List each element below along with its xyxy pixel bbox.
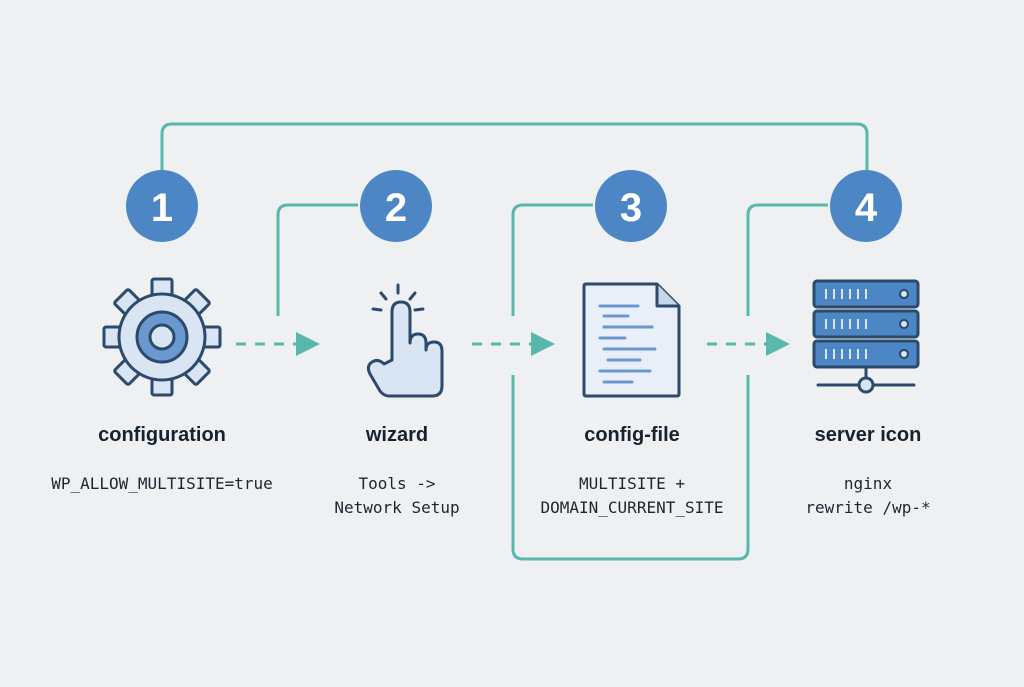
- lead-in-connector-2: [276, 203, 358, 316]
- step-badge-1: 1: [126, 170, 198, 242]
- loop-connector-1-4: [160, 122, 869, 172]
- dashed-arrow-3-4: [707, 332, 790, 356]
- step-description: nginx rewrite /wp-*: [805, 474, 931, 517]
- step-description: MULTISITE + DOMAIN_CURRENT_SITE: [540, 474, 724, 517]
- step-badge-3: 3: [595, 170, 667, 242]
- pointer-hand-icon: [366, 283, 444, 398]
- step-number-3: 3: [620, 186, 642, 230]
- step-number-1: 1: [151, 186, 173, 230]
- step-description: WP_ALLOW_MULTISITE=true: [51, 474, 273, 493]
- loop-connector-3-bottom: [511, 375, 750, 561]
- step-badge-4: 4: [830, 170, 902, 242]
- step-title: server icon: [814, 424, 922, 446]
- document-icon: [582, 282, 681, 398]
- server-icon: [812, 279, 920, 394]
- dashed-arrow-1-2: [236, 332, 320, 356]
- lead-in-connector-3: [511, 203, 593, 316]
- step-title: config-file: [584, 424, 680, 446]
- step-number-2: 2: [385, 186, 407, 230]
- step-title: wizard: [365, 424, 429, 446]
- gear-icon: [102, 277, 222, 397]
- step-description: Tools -> Network Setup: [334, 474, 460, 517]
- lead-in-connector-4: [746, 203, 828, 316]
- step-badge-2: 2: [360, 170, 432, 242]
- step-title: configuration: [98, 424, 226, 446]
- dashed-arrow-2-3: [472, 332, 555, 356]
- step-number-4: 4: [855, 186, 878, 230]
